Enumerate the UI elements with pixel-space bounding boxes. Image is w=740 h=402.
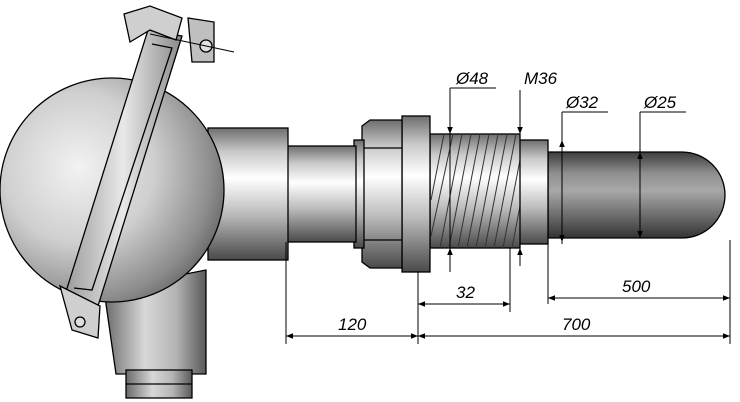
label-d25: Ø25 [643,93,677,112]
probe-rod [547,151,726,239]
label-32: 32 [456,283,475,302]
lower-latch [58,284,101,339]
label-d32: Ø32 [565,93,599,112]
probe-body [517,139,549,245]
lid-hinge-right [187,17,215,63]
label-700: 700 [562,315,591,334]
dim-32: 32 [418,283,510,307]
label-500: 500 [622,277,651,296]
dim-120: 120 [286,315,418,339]
dim-d32: Ø32 [559,93,608,244]
latch-screw-icon [74,316,86,328]
neck-tube [283,145,357,243]
label-m36: M36 [524,69,558,88]
dim-d25: Ø25 [637,93,686,238]
dim-700: 700 [418,315,730,339]
flange [401,115,431,273]
dim-m36: M36 [517,69,558,266]
dim-500: 500 [548,277,730,301]
dim-d48: Ø48 [447,69,496,272]
thread-lines [430,133,521,249]
label-d48: Ø48 [455,69,489,88]
label-120: 120 [338,315,367,334]
hex-nut [361,119,403,269]
